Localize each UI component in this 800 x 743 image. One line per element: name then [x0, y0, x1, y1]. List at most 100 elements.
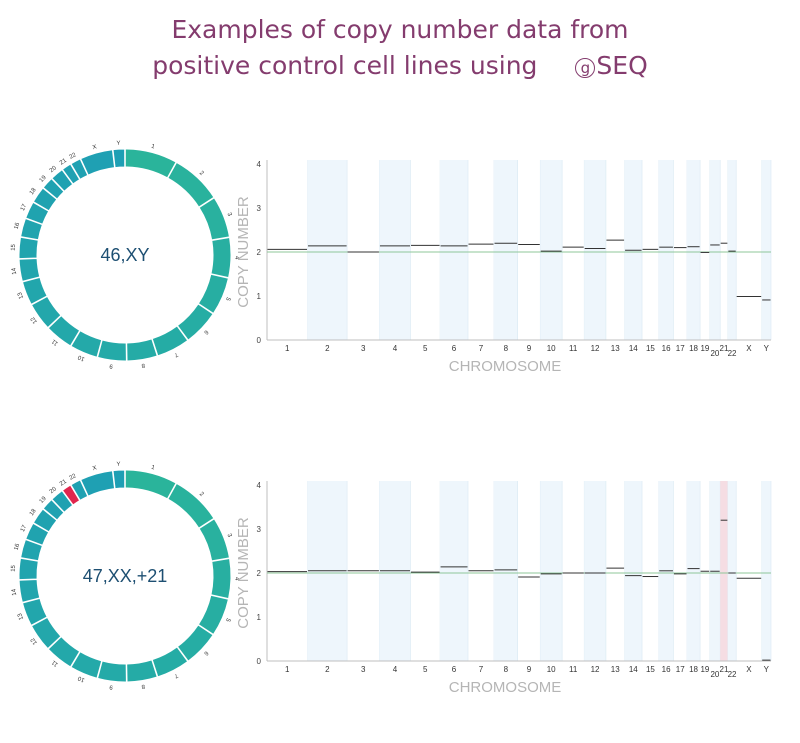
ring-segment — [61, 163, 81, 185]
x-tick-label: 22 — [728, 349, 737, 358]
chromosome-band — [624, 481, 643, 661]
ring-label: 9 — [109, 683, 114, 689]
x-tick-label: X — [746, 665, 752, 674]
ring-segment — [198, 197, 231, 241]
ring-label: 20 — [49, 165, 58, 174]
ring-label: 7 — [172, 672, 178, 679]
x-axis-label: CHROMOSOME — [449, 358, 562, 375]
x-tick-label: 6 — [452, 344, 457, 353]
cnv-panel-normal: 12345678910111213141516171819202122XY46,… — [11, 141, 772, 375]
chromosome-band — [761, 160, 771, 340]
ring-segment — [197, 594, 230, 636]
chromosome-band — [687, 481, 701, 661]
x-tick-label: 14 — [629, 344, 638, 353]
x-tick-label: 18 — [689, 344, 698, 353]
ring-label: 13 — [17, 612, 25, 621]
ring-segment — [30, 295, 62, 329]
x-tick-label: 16 — [662, 665, 671, 674]
x-tick-label: 1 — [285, 665, 290, 674]
ring-segment — [51, 490, 74, 513]
ring-label: 2 — [198, 491, 205, 498]
x-tick-label: 3 — [361, 344, 366, 353]
x-tick-label: 4 — [393, 665, 398, 674]
ring-segment — [176, 303, 214, 341]
x-tick-label: 6 — [452, 665, 457, 674]
x-tick-label: 14 — [629, 665, 638, 674]
x-tick-label: 17 — [676, 344, 685, 353]
chromosome-band — [727, 160, 737, 340]
x-tick-label: 20 — [710, 349, 719, 358]
ring-label: 5 — [224, 296, 231, 302]
ring-label: 1 — [150, 144, 155, 151]
ring-segment — [18, 257, 41, 283]
ring-label: 21 — [59, 157, 68, 166]
ring-label: 11 — [51, 658, 60, 667]
ring-label: 6 — [202, 650, 209, 657]
ring-segment — [42, 177, 65, 200]
x-tick-label: 15 — [646, 344, 655, 353]
x-tick-label: Y — [764, 344, 770, 353]
x-tick-label: 11 — [569, 344, 578, 353]
ring-label: 8 — [140, 683, 145, 690]
ring-label: X — [92, 144, 97, 151]
title-line-2-text: positive control cell lines using — [152, 51, 538, 80]
y-tick-label: 3 — [257, 204, 262, 213]
ring-segment — [80, 470, 116, 497]
y-tick-label: 1 — [257, 613, 262, 622]
ring-label: 12 — [30, 315, 39, 324]
y-tick-label: 0 — [257, 657, 262, 666]
ring-segment — [126, 338, 158, 362]
ring-segment — [30, 616, 62, 650]
ring-label: 15 — [11, 243, 17, 251]
ring-segment — [51, 169, 74, 192]
x-tick-label: 19 — [700, 344, 709, 353]
ring-label: 8 — [140, 362, 145, 369]
ring-segment — [210, 236, 232, 279]
x-tick-label: 8 — [504, 665, 509, 674]
y-tick-label: 4 — [257, 481, 262, 490]
ring-label: 16 — [14, 221, 22, 230]
karyotype-label: 46,XY — [100, 245, 149, 265]
ring-segment — [42, 498, 65, 521]
x-tick-label: 2 — [325, 665, 330, 674]
ring-segment — [112, 469, 126, 490]
ring-label: Y — [116, 462, 120, 468]
ring-segment — [151, 325, 189, 357]
chromosome-band — [540, 160, 563, 340]
x-tick-label: 21 — [720, 665, 729, 674]
x-tick-label: 9 — [527, 665, 532, 674]
chromosome-band — [727, 481, 737, 661]
chromosome-band — [379, 160, 411, 340]
ring-segment — [21, 276, 48, 305]
ring-segment — [198, 518, 231, 562]
chromosome-band — [709, 160, 721, 340]
ring-segment — [80, 149, 116, 176]
x-tick-label: 20 — [710, 670, 719, 679]
ring-segment — [176, 624, 214, 662]
x-tick-label: 3 — [361, 665, 366, 674]
x-tick-label: 2 — [325, 344, 330, 353]
ring-label: 18 — [29, 187, 38, 196]
ring-segment — [21, 597, 48, 626]
ring-label: 11 — [51, 337, 60, 346]
ring-label: 22 — [69, 152, 78, 161]
ring-segment — [32, 187, 58, 212]
ring-segment — [18, 578, 41, 604]
x-tick-label: 4 — [393, 344, 398, 353]
chromosome-band — [584, 160, 606, 340]
ring-segment — [124, 148, 177, 179]
y-tick-label: 1 — [257, 292, 262, 301]
ring-segment — [197, 273, 230, 315]
ring-label: 13 — [17, 291, 25, 300]
x-tick-label: 22 — [728, 670, 737, 679]
y-axis-label: COPY NUMBER — [235, 517, 252, 629]
x-tick-label: 1 — [285, 344, 290, 353]
x-tick-label: 19 — [700, 665, 709, 674]
g-logo-icon: g — [575, 58, 596, 78]
chromosome-band — [493, 160, 518, 340]
ring-label: 14 — [11, 588, 18, 596]
chromosome-band — [307, 160, 348, 340]
chromosome-band — [658, 160, 674, 340]
